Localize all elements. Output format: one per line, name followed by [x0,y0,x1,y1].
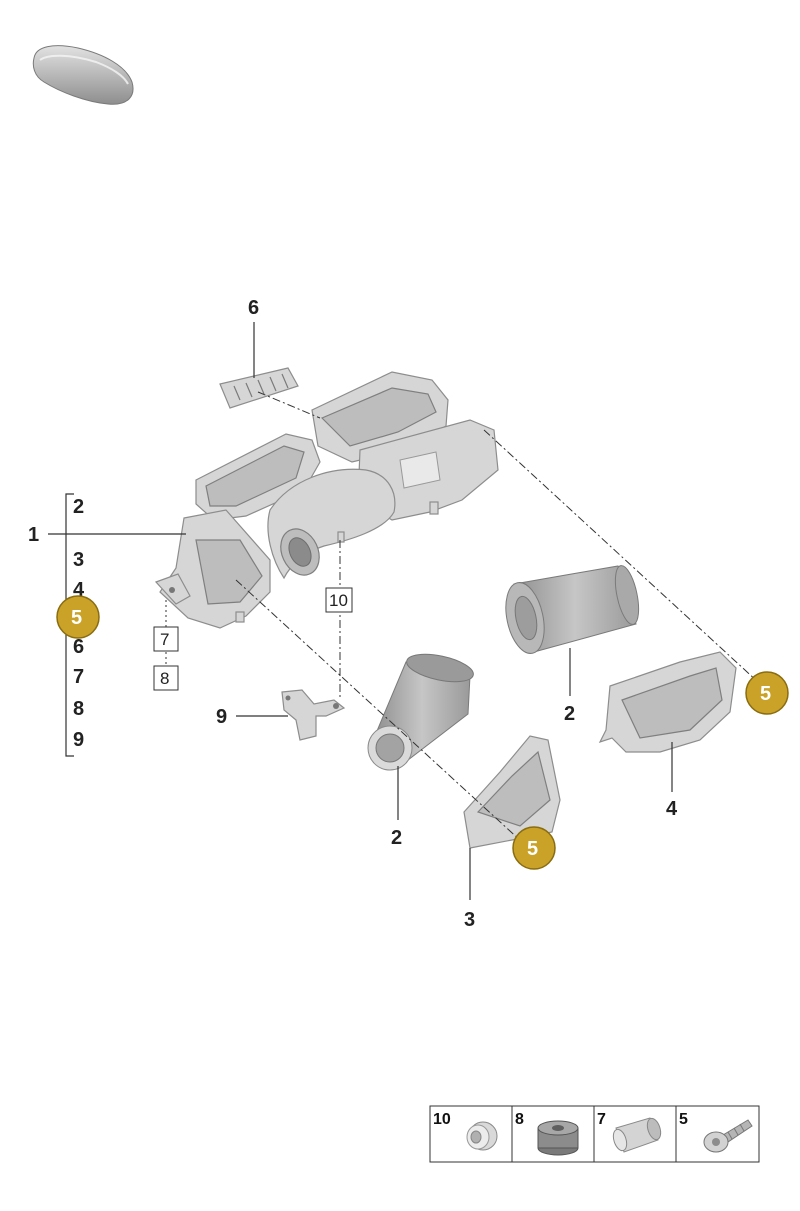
group-callout-8: 8 [73,698,84,720]
filter-cover-left [463,735,561,849]
air-intake-housing [154,371,499,629]
legend-cell-5[interactable]: 5 [679,1111,753,1153]
callout-10-box[interactable]: 10 [325,587,353,613]
callout-4[interactable]: 4 [666,798,678,820]
callout-8-label: 8 [160,669,169,688]
legend-cell-7[interactable]: 7 [597,1111,663,1153]
group-callout-6: 6 [73,636,84,658]
callout-7-box[interactable]: 7 [153,626,179,652]
parts-legend: 10 8 7 [429,1105,760,1163]
legend-num-5: 5 [679,1111,688,1128]
legend-cell-10[interactable]: 10 [433,1111,498,1151]
callout-5-right[interactable]: 5 [745,671,789,715]
car-silhouette-icon [32,45,134,105]
callout-10-label: 10 [329,591,348,610]
callout-7-label: 7 [160,630,169,649]
grille-cover [219,367,299,409]
legend-cell-8[interactable]: 8 [515,1111,579,1156]
callout-5-right-label: 5 [760,683,771,705]
grommet-icon [466,1121,498,1151]
callout-5-bottom[interactable]: 5 [512,826,556,870]
callout-5-bottom-label: 5 [527,838,538,860]
callout-9[interactable]: 9 [216,706,227,728]
assembly-lines [165,391,759,843]
screw-icon [703,1119,753,1153]
callout-8-box[interactable]: 8 [153,665,179,691]
group-callout-5-badge[interactable] [56,595,100,639]
filter-cover-right [598,651,737,753]
spacer-sleeve-icon [612,1117,662,1153]
air-filter-left [367,653,474,771]
group-callout-2: 2 [73,496,84,518]
group-callout-5: 5 [71,607,82,629]
mounting-bracket [281,689,346,741]
callout-6[interactable]: 6 [248,297,259,319]
callout-2-right[interactable]: 2 [564,703,575,725]
callout-3[interactable]: 3 [464,909,475,931]
callout-2-left[interactable]: 2 [391,827,402,849]
group-callout-9: 9 [73,729,84,751]
callout-1[interactable]: 1 [28,524,39,546]
legend-num-10: 10 [433,1111,451,1128]
group-callout-3: 3 [73,549,84,571]
rubber-bushing-icon [537,1120,579,1156]
leader-lines [48,322,673,900]
part-group-list: 2 3 4 5 6 7 8 9 [56,496,100,751]
group-callout-7: 7 [73,666,84,688]
legend-num-8: 8 [515,1111,524,1128]
air-filter-right [505,565,640,654]
legend-num-7: 7 [597,1111,606,1128]
